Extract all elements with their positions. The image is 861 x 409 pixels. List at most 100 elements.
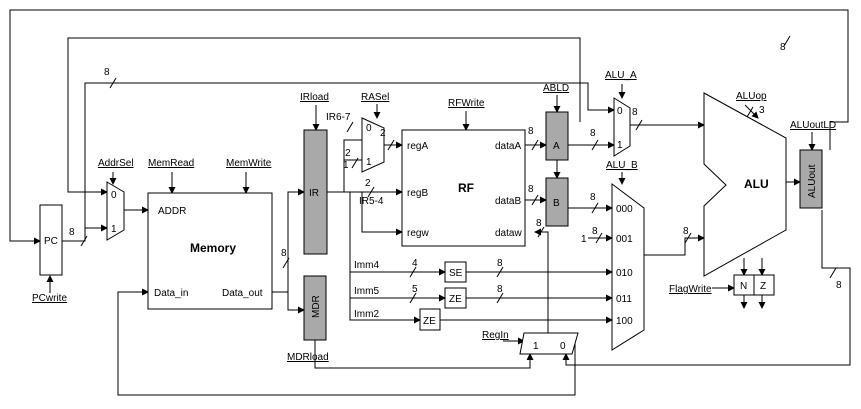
mem-datain-port: Data_in [154, 288, 188, 299]
mdr-label: MDR [311, 295, 322, 318]
a-label: A [553, 141, 560, 152]
memread-label: MemRead [148, 158, 194, 169]
alub-in2: 010 [616, 268, 633, 279]
bw-ir-b: 1 [343, 160, 349, 171]
memwrite-label: MemWrite [226, 158, 272, 169]
imm4-label: Imm4 [354, 260, 379, 271]
bw-dataa: 8 [528, 126, 534, 137]
alu-a-label: ALU_A [605, 70, 637, 81]
bw-a: 8 [590, 128, 596, 139]
bw-regb: 2 [365, 178, 371, 189]
regin-label: RegIn [482, 330, 509, 341]
flag-z [753, 274, 775, 296]
bw-one: 8 [592, 226, 598, 237]
regin-in0: 0 [560, 341, 566, 352]
bw-aluop: 3 [759, 105, 765, 116]
bw-se: 8 [497, 258, 503, 269]
bw-imm4: 4 [412, 258, 418, 269]
aluout-label: ALUout [807, 164, 818, 198]
rf-regw-port: regw [407, 228, 429, 239]
b-register [545, 177, 569, 227]
addrsel-in1: 1 [111, 224, 117, 235]
ze-block-1 [444, 287, 467, 309]
bw-alub: 8 [683, 226, 689, 237]
bw-top: 8 [104, 67, 110, 78]
ze-block-2 [419, 308, 441, 331]
bw-imm5: 5 [412, 284, 418, 295]
mem-dataout-port: Data_out [222, 288, 263, 299]
imm5-label: Imm5 [354, 286, 379, 297]
aluop-label: ALUop [736, 91, 767, 102]
alu-a-mux [613, 97, 631, 157]
bw-alua: 8 [632, 107, 638, 118]
aluoutld-label: ALUoutLD [790, 120, 836, 131]
bw-dataw: 8 [536, 218, 542, 229]
alua-in0: 0 [617, 106, 623, 117]
rf-dataa-port: dataA [495, 141, 521, 152]
bw-rega: 2 [380, 128, 386, 139]
addrsel-label: AddrSel [98, 158, 134, 169]
alub-in1: 001 [616, 234, 633, 245]
bw-dout: 8 [281, 248, 287, 259]
a-register [545, 111, 569, 161]
flag-n-label: N [740, 281, 747, 292]
memory-block [147, 192, 273, 310]
ir-label: IR [309, 188, 319, 199]
alub-in3: 011 [616, 294, 632, 305]
ir54-label: IR5-4 [359, 196, 384, 207]
pc-label: PC [44, 236, 58, 247]
alub-in0: 000 [616, 204, 633, 215]
rfwrite-label: RFWrite [448, 98, 485, 109]
rf-label: RF [458, 181, 474, 195]
bw-ze: 8 [497, 284, 503, 295]
rf-datab-port: dataB [495, 196, 521, 207]
rasel-in1: 1 [366, 157, 372, 168]
ze1-label: ZE [449, 294, 462, 305]
se-label: SE [449, 268, 463, 279]
rasel-label: RASel [361, 92, 389, 103]
pcwrite-label: PCwrite [32, 293, 67, 304]
bw-aluout: 8 [836, 280, 842, 291]
rf-rega-port: regA [407, 141, 428, 152]
mem-addr-port: ADDR [158, 206, 186, 217]
bw-datab: 8 [528, 184, 534, 195]
register-file [401, 129, 526, 247]
flagwrite-label: FlagWrite [669, 284, 712, 295]
abld-label: ABLD [543, 83, 569, 94]
alua-in1: 1 [617, 140, 623, 151]
mdr-register [303, 275, 327, 341]
aluout-register [799, 149, 823, 209]
rf-dataw-port: dataw [495, 228, 522, 239]
ze2-label: ZE [423, 316, 436, 327]
alu-label: ALU [744, 177, 769, 191]
regin-mux [519, 332, 579, 355]
rf-regb-port: regB [407, 188, 428, 199]
bw-loop: 8 [780, 42, 786, 53]
mdrload-label: MDRload [287, 352, 329, 363]
addrsel-in0: 0 [111, 190, 117, 201]
irload-label: IRload [300, 92, 329, 103]
alub-in4: 100 [616, 316, 633, 327]
bw-b: 8 [590, 192, 596, 203]
const-one: 1 [581, 234, 587, 245]
ir-register [303, 129, 328, 255]
rasel-in0: 0 [366, 123, 372, 134]
se-block [444, 261, 467, 283]
imm2-label: Imm2 [354, 309, 379, 320]
ir67-label: IR6-7 [326, 112, 351, 123]
alu-b-label: ALU_B [606, 160, 638, 171]
memory-label: Memory [190, 241, 236, 255]
b-label: B [553, 198, 560, 209]
pc-register [39, 204, 63, 276]
bw-pc: 8 [69, 227, 75, 238]
bus-slashes [80, 35, 837, 304]
alu-block [703, 92, 787, 277]
regin-in1: 1 [533, 341, 539, 352]
bw-ir-a: 2 [345, 148, 351, 159]
alu-b-mux [611, 183, 645, 351]
addrsel-mux [106, 181, 125, 241]
rasel-mux [361, 117, 385, 173]
flag-z-label: Z [760, 281, 766, 292]
